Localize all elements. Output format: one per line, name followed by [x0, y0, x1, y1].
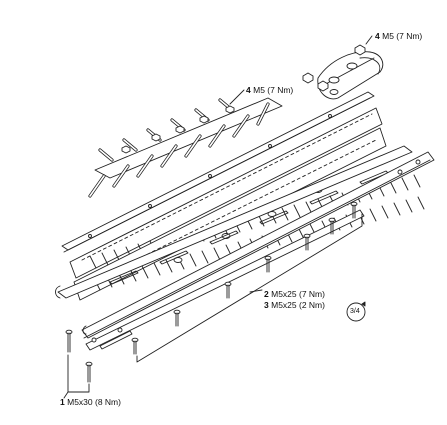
bolt: [303, 233, 311, 251]
callout-leader-line: [229, 89, 245, 105]
nut: [317, 80, 329, 92]
nut: [151, 133, 161, 142]
bolt: [328, 217, 336, 235]
callout-leader-line: [63, 391, 69, 399]
rotation-note: 3/4: [350, 308, 360, 315]
nut: [175, 125, 185, 134]
washer: [329, 89, 339, 95]
callout-bracket-nuts: 4 M5 (7 Nm): [375, 31, 423, 41]
bolt: [173, 309, 181, 327]
upper-blade-cover-strip: [61, 91, 375, 253]
bolt: [264, 255, 272, 273]
rotation-arrow-icon: [346, 301, 366, 322]
bottom-cover-plate: [85, 209, 365, 351]
callout-leader-line: [365, 35, 373, 45]
rear-bracket: [317, 51, 384, 100]
lower-support-plate: [81, 151, 435, 339]
callout-blade-bolts-7nm: 2 M5x25 (7 Nm): [264, 289, 325, 299]
blade-guide-bar: [55, 145, 413, 299]
nut: [225, 105, 235, 114]
long-bolt: [65, 329, 73, 353]
nut: [302, 72, 314, 84]
nut: [199, 115, 209, 124]
bolt-group-bracket: [67, 354, 90, 393]
callout-long-bolts: 1 M5x30 (8 Nm): [60, 397, 121, 407]
bolt: [224, 281, 232, 299]
callout-guard-nuts: 4 M5 (7 Nm): [246, 85, 294, 95]
nut: [121, 145, 131, 154]
long-bolt: [85, 361, 93, 383]
callout-blade-bolts-2nm: 3 M5x25 (2 Nm): [264, 300, 325, 310]
bolt: [131, 337, 139, 355]
bolt-group-bracket: [136, 213, 363, 363]
callout-leader-line: [249, 289, 263, 293]
bracket-nut: [354, 44, 366, 56]
bolt: [350, 201, 358, 219]
